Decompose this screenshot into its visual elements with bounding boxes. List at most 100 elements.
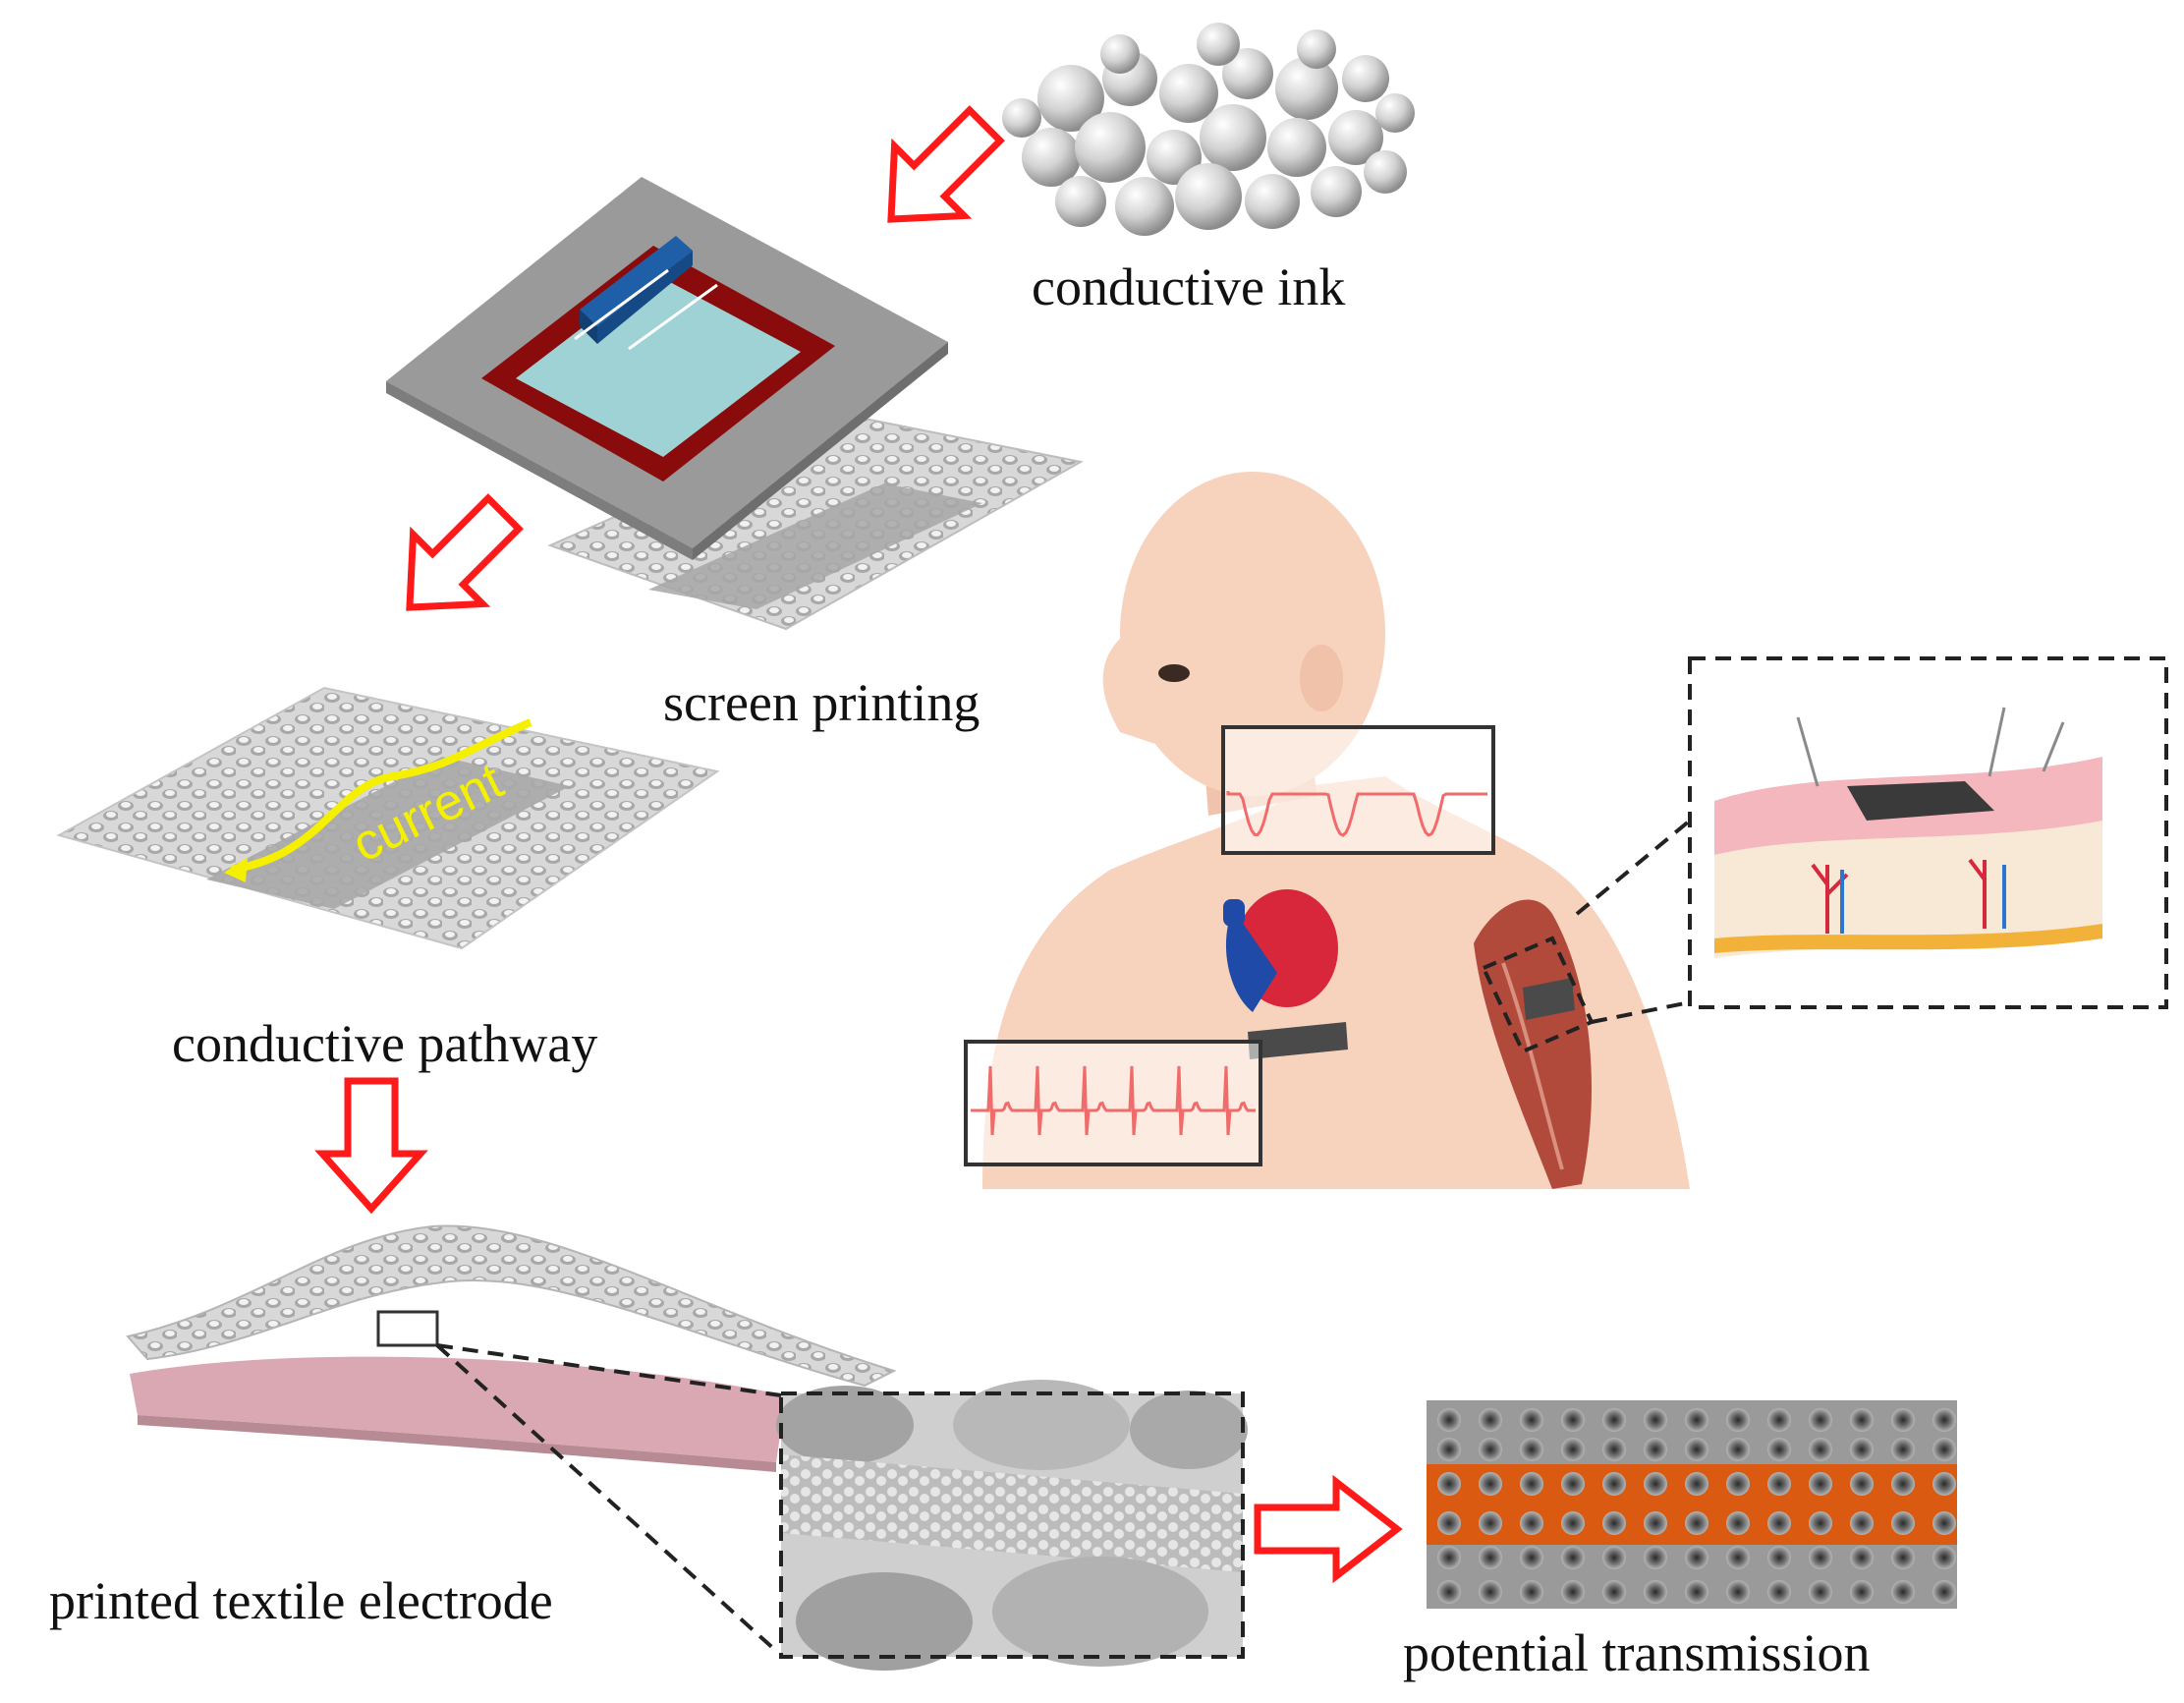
conductive-ink-particles <box>1002 23 1415 236</box>
texture-dot <box>1809 1472 1832 1496</box>
screen-printing-label: screen printing <box>663 673 980 732</box>
texture-dot <box>1726 1438 1750 1461</box>
texture-dot <box>1850 1546 1874 1569</box>
ink-particle <box>1197 23 1240 66</box>
texture-dot <box>1644 1472 1667 1496</box>
texture-dot <box>1644 1546 1667 1569</box>
texture-dots <box>1437 1408 1956 1604</box>
texture-dot <box>1850 1408 1874 1432</box>
printed-textile-electrode-label: printed textile electrode <box>49 1571 553 1630</box>
ecg-signal-box <box>964 1040 1262 1166</box>
screen-printing-apparatus <box>386 177 1084 631</box>
texture-dot <box>1932 1408 1956 1432</box>
texture-dot <box>1932 1546 1956 1569</box>
texture-dot <box>1891 1546 1915 1569</box>
zoomed-fiber-inset <box>776 1380 1248 1671</box>
texture-dot <box>1602 1580 1626 1604</box>
ink-particle <box>1055 176 1106 227</box>
ink-particle <box>1222 48 1273 99</box>
arrow-to-potential-transmission <box>1254 1474 1403 1584</box>
texture-dot <box>1437 1546 1461 1569</box>
ink-particle <box>1037 65 1104 132</box>
ink-particle <box>1342 55 1389 102</box>
texture-dot <box>1726 1408 1750 1432</box>
texture-dot <box>1602 1438 1626 1461</box>
texture-dot <box>1479 1438 1502 1461</box>
printed-textile-electrode <box>126 1224 897 1653</box>
texture-dot <box>1932 1580 1956 1604</box>
texture-dot <box>1520 1580 1543 1604</box>
texture-dot <box>1767 1408 1791 1432</box>
ink-particle <box>1100 34 1140 74</box>
potential-transmission-label: potential transmission <box>1403 1623 1871 1682</box>
texture-dot <box>1437 1472 1461 1496</box>
texture-dot <box>1932 1438 1956 1461</box>
potential-transmission-texture <box>1427 1400 1957 1609</box>
ink-particle <box>1075 112 1146 183</box>
texture-dot <box>1479 1472 1502 1496</box>
texture-dot <box>1602 1546 1626 1569</box>
texture-dot <box>1685 1472 1708 1496</box>
ink-particle <box>1115 177 1174 236</box>
texture-dot <box>1891 1511 1915 1535</box>
texture-dot <box>1850 1511 1874 1535</box>
ink-particle <box>1200 104 1266 171</box>
texture-dot <box>1479 1580 1502 1604</box>
ink-particle <box>1245 174 1300 229</box>
texture-dot <box>1891 1408 1915 1432</box>
texture-dot <box>1891 1472 1915 1496</box>
arrow-ink-to-printing <box>887 105 1005 223</box>
emg-signal-box <box>1221 725 1495 855</box>
texture-dot <box>1685 1408 1708 1432</box>
texture-dot <box>1767 1438 1791 1461</box>
ink-particle <box>1002 98 1041 138</box>
texture-dot <box>1644 1408 1667 1432</box>
texture-dot <box>1891 1438 1915 1461</box>
texture-dot <box>1809 1511 1832 1535</box>
texture-dot <box>1644 1511 1667 1535</box>
ink-particle <box>1022 128 1081 187</box>
texture-dot <box>1479 1511 1502 1535</box>
texture-dot <box>1561 1408 1585 1432</box>
ink-particle <box>1275 57 1338 120</box>
ink-particle <box>1375 93 1415 133</box>
texture-dot <box>1685 1438 1708 1461</box>
texture-dot <box>1685 1511 1708 1535</box>
conductive-ink-label: conductive ink <box>1032 257 1346 316</box>
texture-dot <box>1520 1438 1543 1461</box>
conductive-pathway-label: conductive pathway <box>172 1014 598 1073</box>
ink-particle <box>1267 118 1326 177</box>
texture-dot <box>1850 1472 1874 1496</box>
texture-dot <box>1520 1546 1543 1569</box>
texture-dot <box>1561 1511 1585 1535</box>
texture-dot <box>1520 1472 1543 1496</box>
texture-dot <box>1479 1408 1502 1432</box>
ink-particle <box>1328 110 1383 165</box>
texture-dot <box>1561 1580 1585 1604</box>
texture-dot <box>1891 1580 1915 1604</box>
texture-dot <box>1685 1580 1708 1604</box>
texture-dot <box>1850 1438 1874 1461</box>
texture-dot <box>1602 1408 1626 1432</box>
conductive-pathway-fabric: current <box>56 686 720 950</box>
texture-dot <box>1644 1438 1667 1461</box>
texture-dot <box>1726 1472 1750 1496</box>
texture-dot <box>1602 1511 1626 1535</box>
texture-dot <box>1520 1511 1543 1535</box>
texture-dot <box>1561 1546 1585 1569</box>
texture-dot <box>1767 1511 1791 1535</box>
arrow-printing-to-pathway <box>406 493 524 611</box>
texture-dot <box>1809 1546 1832 1569</box>
texture-dot <box>1644 1580 1667 1604</box>
ink-particle <box>1159 64 1218 123</box>
texture-dot <box>1850 1580 1874 1604</box>
texture-dot <box>1437 1580 1461 1604</box>
texture-dot <box>1809 1580 1832 1604</box>
texture-dot <box>1602 1472 1626 1496</box>
texture-dot <box>1479 1546 1502 1569</box>
texture-dot <box>1437 1438 1461 1461</box>
texture-dot <box>1685 1546 1708 1569</box>
arrow-pathway-to-electrode <box>314 1077 428 1215</box>
